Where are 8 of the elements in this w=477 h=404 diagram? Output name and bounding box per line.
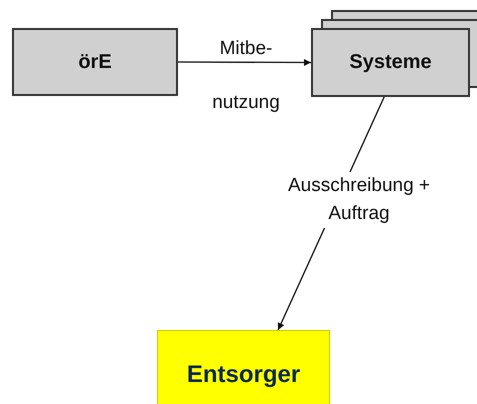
process-box: [12, 28, 178, 96]
arrow: [178, 58, 311, 66]
edge-label: Mitbe- nutzung: [211, 37, 281, 115]
highlight-box: [157, 330, 330, 404]
process-box: [311, 28, 470, 97]
node-label: Entsorger: [186, 361, 300, 389]
node-label: örE: [78, 50, 112, 74]
node-label: Systeme: [349, 51, 432, 74]
